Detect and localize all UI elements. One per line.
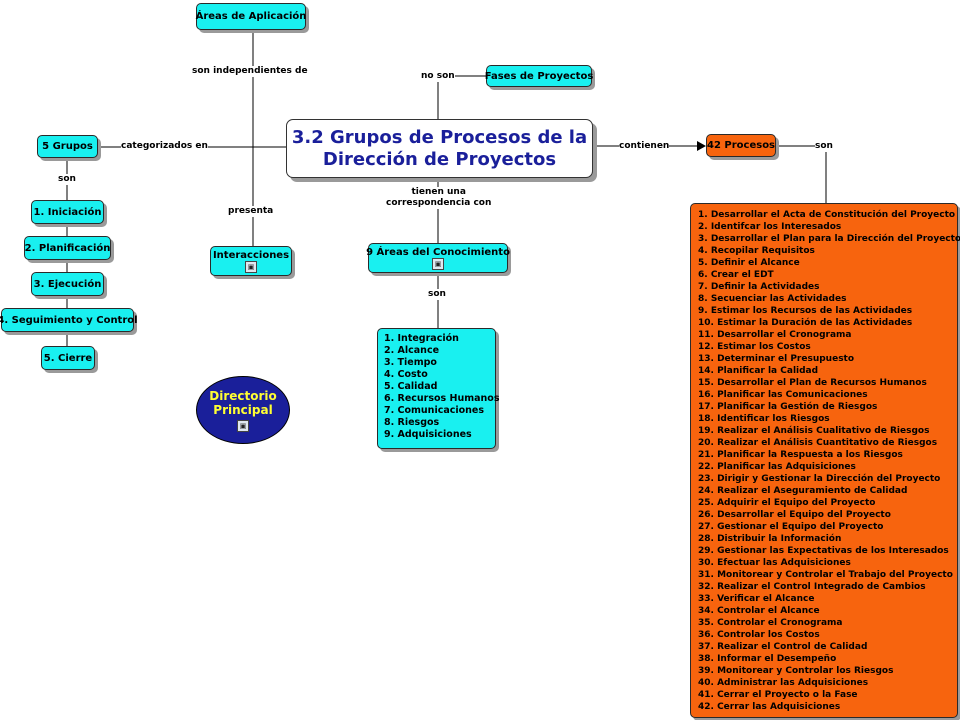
tienen-line1: tienen una <box>411 187 466 197</box>
list-item: 36. Controlar los Costos <box>698 630 820 640</box>
list-item: 35. Controlar el Cronograma <box>698 618 843 628</box>
list-item: 5. Definir el Alcance <box>698 258 800 268</box>
link-label-no-son: no son <box>421 71 455 82</box>
node-iniciacion[interactable]: 1. Iniciación <box>31 200 104 224</box>
list-item: 21. Planificar la Respuesta a los Riesgo… <box>698 450 903 460</box>
list-item: 15. Desarrollar el Plan de Recursos Huma… <box>698 378 927 388</box>
list-item: 28. Distribuir la Información <box>698 534 842 544</box>
list-item: 9. Adquisiciones <box>384 429 472 440</box>
list-item: 3. Desarrollar el Plan para la Dirección… <box>698 234 960 244</box>
list-item: 6. Crear el EDT <box>698 270 774 280</box>
node-ejecucion[interactable]: 3. Ejecución <box>31 272 104 296</box>
interacciones-label: Interacciones <box>212 249 290 261</box>
list-item: 24. Realizar el Aseguramiento de Calidad <box>698 486 908 496</box>
node-areas-aplicacion[interactable]: Áreas de Aplicación <box>196 3 306 30</box>
list-item: 9. Estimar los Recursos de las Actividad… <box>698 306 913 316</box>
list-item: 2. Identifcar los Interesados <box>698 222 842 232</box>
list-item: 30. Efectuar las Adquisiciones <box>698 558 851 568</box>
link-label-son-procesos: son <box>815 141 833 152</box>
list-item: 22. Planificar las Adquisiciones <box>698 462 856 472</box>
list-item: 12. Estimar los Costos <box>698 342 811 352</box>
list-item: 29. Gestionar las Expectativas de los In… <box>698 546 949 556</box>
main-title-line1: 3.2 Grupos de Procesos de la <box>291 126 588 148</box>
list-item: 25. Adquirir el Equipo del Proyecto <box>698 498 876 508</box>
list-item: 8. Riesgos <box>384 417 440 428</box>
link-label-son-areas: son <box>428 289 446 300</box>
link-label-tienen-correspondencia: tienen una correspondencia con <box>386 187 492 209</box>
resource-link-icon[interactable]: ▣ <box>245 260 257 273</box>
tienen-line2: correspondencia con <box>386 198 492 208</box>
list-item: 34. Controlar el Alcance <box>698 606 820 616</box>
nueve-areas-label: 9 Áreas del Conocimiento <box>366 246 510 258</box>
list-item: 42. Cerrar las Adquisiciones <box>698 702 841 712</box>
resource-link-icon[interactable]: ▣ <box>432 257 444 270</box>
list-item: 7. Definir la Actividades <box>698 282 820 292</box>
node-seguimiento-control[interactable]: 4. Seguimiento y Control <box>0 308 138 332</box>
link-label-presenta: presenta <box>228 206 274 217</box>
list-item: 13. Determinar el Presupuesto <box>698 354 855 364</box>
node-5-grupos[interactable]: 5 Grupos <box>37 135 98 158</box>
link-label-categorizados: categorizados en <box>121 141 208 152</box>
list-item: 10. Estimar la Duración de las Actividad… <box>698 318 913 328</box>
node-9-areas[interactable]: 9 Áreas del Conocimiento ▣ <box>366 243 510 273</box>
link-label-contienen: contienen <box>619 141 670 152</box>
list-item: 11. Desarrollar el Cronograma <box>698 330 852 340</box>
list-item: 27. Gestionar el Equipo del Proyecto <box>698 522 884 532</box>
resource-link-icon[interactable]: ▣ <box>237 419 249 432</box>
list-item: 19. Realizar el Análisis Cualitativo de … <box>698 426 930 436</box>
list-item: 1. Desarrollar el Acta de Constitución d… <box>698 210 956 220</box>
list-item: 3. Tiempo <box>384 357 437 368</box>
list-item: 26. Desarrollar el Equipo del Proyecto <box>698 510 891 520</box>
node-interacciones[interactable]: Interacciones ▣ <box>210 246 292 276</box>
list-item: 39. Monitorear y Controlar los Riesgos <box>698 666 894 676</box>
link-label-son-grupos: son <box>58 174 76 185</box>
link-label-son-independientes: son independientes de <box>192 66 308 77</box>
node-fases-proyectos[interactable]: Fases de Proyectos <box>485 65 593 87</box>
list-item: 23. Dirigir y Gestionar la Dirección del… <box>698 474 941 484</box>
list-item: 4. Recopilar Requisitos <box>698 246 815 256</box>
list-item: 5. Calidad <box>384 381 438 392</box>
main-title: 3.2 Grupos de Procesos de la Dirección d… <box>286 119 593 178</box>
list-item: 38. Informar el Desempeño <box>698 654 837 664</box>
list-item: 2. Alcance <box>384 345 440 356</box>
list-item: 32. Realizar el Control Integrado de Cam… <box>698 582 926 592</box>
list-item: 14. Planificar la Calidad <box>698 366 819 376</box>
node-planificacion[interactable]: 2. Planificación <box>24 236 111 260</box>
main-title-line2: Dirección de Proyectos <box>322 148 557 170</box>
list-item: 7. Comunicaciones <box>384 405 485 416</box>
list-item: 1. Integración <box>384 333 459 344</box>
list-item: 17. Planificar la Gestión de Riesgos <box>698 402 878 412</box>
list-item: 20. Realizar el Análisis Cuantitativo de… <box>698 438 938 448</box>
node-42-procesos[interactable]: 42 Procesos <box>706 134 776 157</box>
list-item: 6. Recursos Humanos <box>384 393 500 404</box>
directorio-line2: Principal <box>213 402 273 417</box>
node-cierre[interactable]: 5. Cierre <box>41 346 95 370</box>
directorio-principal-button[interactable]: Directorio Principal ▣ <box>196 376 290 444</box>
list-item: 18. Identificar los Riesgos <box>698 414 830 424</box>
list-item: 31. Monitorear y Controlar el Trabajo de… <box>698 570 953 580</box>
list-item: 8. Secuenciar las Actividades <box>698 294 847 304</box>
list-item: 16. Planificar las Comunicaciones <box>698 390 868 400</box>
list-item: 4. Costo <box>384 369 428 380</box>
list-item: 41. Cerrar el Proyecto o la Fase <box>698 690 858 700</box>
list-item: 40. Administrar las Adquisiciones <box>698 678 869 688</box>
directorio-line1: Directorio <box>209 388 277 403</box>
procesos-list: 1. Desarrollar el Acta de Constitución d… <box>690 203 960 718</box>
list-item: 33. Verificar el Alcance <box>698 594 815 604</box>
list-item: 37. Realizar el Control de Calidad <box>698 642 868 652</box>
